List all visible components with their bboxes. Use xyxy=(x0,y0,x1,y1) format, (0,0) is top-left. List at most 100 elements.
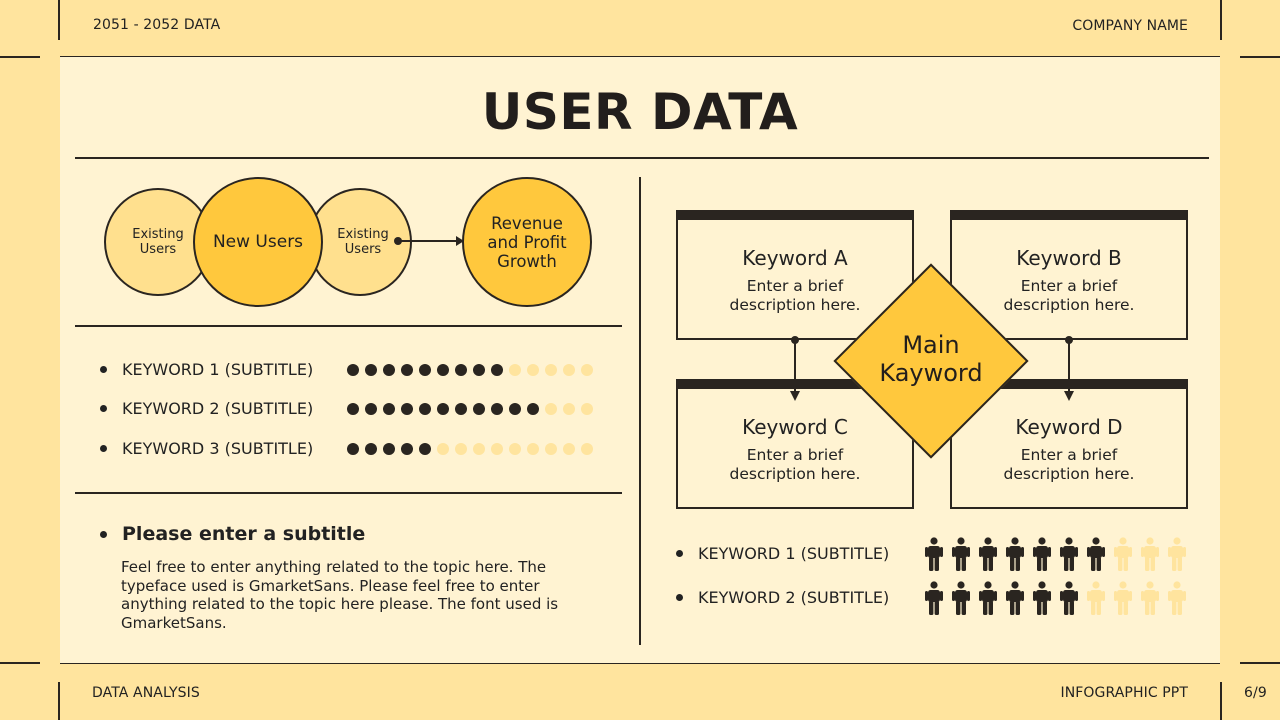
page-number: 6/9 xyxy=(1244,685,1267,701)
new-users-label: New Users xyxy=(212,232,304,252)
filled-dot xyxy=(383,364,395,376)
filled-dot xyxy=(365,403,377,415)
dot-row-3-dots xyxy=(347,443,593,455)
person-icon-filled xyxy=(952,581,970,615)
keyword-d-desc: Enter a brief description here. xyxy=(1003,446,1135,483)
people-row-label: KEYWORD 1 (SUBTITLE) xyxy=(698,544,890,563)
empty-dot xyxy=(437,443,449,455)
bullet-icon xyxy=(676,594,683,601)
frame-line-left-top xyxy=(58,0,60,40)
filled-dot xyxy=(383,403,395,415)
empty-dot xyxy=(545,364,557,376)
footer-right-text: INFOGRAPHIC PPT xyxy=(1060,685,1188,701)
bullet-icon xyxy=(100,445,107,452)
bullet-icon xyxy=(100,366,107,373)
filled-dot xyxy=(383,443,395,455)
filled-dot xyxy=(401,403,413,415)
empty-dot xyxy=(509,443,521,455)
keyword-b-desc: Enter a brief description here. xyxy=(1003,277,1135,314)
dot-row-label: KEYWORD 1 (SUBTITLE) xyxy=(122,360,314,379)
bullet-icon xyxy=(100,405,107,412)
filled-dot xyxy=(365,443,377,455)
filled-dot xyxy=(419,403,431,415)
filled-dot xyxy=(437,403,449,415)
frame-line-top-right xyxy=(1240,56,1280,58)
note-subtitle: Please enter a subtitle xyxy=(122,523,366,545)
person-icon-filled xyxy=(1006,537,1024,571)
people-row-1-icons xyxy=(925,537,1186,571)
person-icon-filled xyxy=(925,537,943,571)
person-icon-filled xyxy=(1006,581,1024,615)
empty-dot xyxy=(473,443,485,455)
person-icon-filled xyxy=(1033,581,1051,615)
new-users-circle: New Users xyxy=(193,177,323,307)
empty-dot xyxy=(455,443,467,455)
dot-row-2: KEYWORD 2 (SUBTITLE) xyxy=(100,399,313,418)
person-icon-empty xyxy=(1168,581,1186,615)
filled-dot xyxy=(347,403,359,415)
dot-row-1-dots xyxy=(347,364,593,376)
people-row-2-icons xyxy=(925,581,1186,615)
person-icon-filled xyxy=(1060,537,1078,571)
person-icon-filled xyxy=(979,581,997,615)
frame-line-bottom-right xyxy=(1240,662,1280,664)
filled-dot xyxy=(419,443,431,455)
person-icon-empty xyxy=(1087,581,1105,615)
main-keyword-label: Main Kayword xyxy=(879,331,983,387)
person-icon-empty xyxy=(1141,581,1159,615)
filled-dot xyxy=(419,364,431,376)
dot-row-label: KEYWORD 2 (SUBTITLE) xyxy=(122,399,314,418)
people-row-1: KEYWORD 1 (SUBTITLE) xyxy=(676,544,889,563)
filled-dot xyxy=(527,403,539,415)
empty-dot xyxy=(563,403,575,415)
vertical-divider xyxy=(639,177,641,645)
frame-line-top-left xyxy=(0,56,40,58)
person-icon-filled xyxy=(1087,537,1105,571)
filled-dot xyxy=(401,364,413,376)
revenue-growth-label: Revenue and Profit Growth xyxy=(487,213,567,271)
arrow-b-to-d xyxy=(1064,336,1074,401)
content-panel: USER DATA Existing Users Existing Users … xyxy=(60,57,1220,663)
note-subtitle-row: Please enter a subtitle xyxy=(100,523,365,545)
empty-dot xyxy=(581,443,593,455)
empty-dot xyxy=(527,443,539,455)
keyword-c-desc: Enter a brief description here. xyxy=(729,446,861,483)
arrow-a-to-c xyxy=(790,336,800,401)
frame-line-right-top xyxy=(1220,0,1222,40)
filled-dot xyxy=(509,403,521,415)
frame-line-bottom-left xyxy=(0,662,40,664)
left-divider-1 xyxy=(75,325,622,327)
bullet-icon xyxy=(100,530,107,538)
filled-dot xyxy=(347,364,359,376)
filled-dot xyxy=(455,403,467,415)
dot-row-2-dots xyxy=(347,403,593,415)
empty-dot xyxy=(581,364,593,376)
flow-arrow xyxy=(394,236,464,246)
note-body: Feel free to enter anything related to t… xyxy=(121,558,559,632)
frame-line-left-bottom xyxy=(58,682,60,720)
frame-line-right-bottom xyxy=(1220,682,1222,720)
filled-dot xyxy=(491,403,503,415)
filled-dot xyxy=(473,364,485,376)
revenue-growth-circle: Revenue and Profit Growth xyxy=(462,177,592,307)
person-icon-filled xyxy=(979,537,997,571)
empty-dot xyxy=(545,403,557,415)
keyword-a-title: Keyword A xyxy=(742,246,848,270)
header-right-text: COMPANY NAME xyxy=(1072,18,1188,34)
keyword-a-desc: Enter a brief description here. xyxy=(729,277,861,314)
person-icon-empty xyxy=(1114,537,1132,571)
filled-dot xyxy=(491,364,503,376)
empty-dot xyxy=(509,364,521,376)
page-title: USER DATA xyxy=(481,83,799,141)
filled-dot xyxy=(347,443,359,455)
header-left-text: 2051 - 2052 DATA xyxy=(93,17,221,33)
filled-dot xyxy=(437,364,449,376)
frame-line-bottom-main xyxy=(60,662,1220,664)
dot-row-3: KEYWORD 3 (SUBTITLE) xyxy=(100,439,313,458)
dot-row-label: KEYWORD 3 (SUBTITLE) xyxy=(122,439,314,458)
empty-dot xyxy=(563,443,575,455)
left-divider-2 xyxy=(75,492,622,494)
keyword-b-box: Keyword B Enter a brief description here… xyxy=(950,210,1188,340)
person-icon-filled xyxy=(1060,581,1078,615)
empty-dot xyxy=(491,443,503,455)
